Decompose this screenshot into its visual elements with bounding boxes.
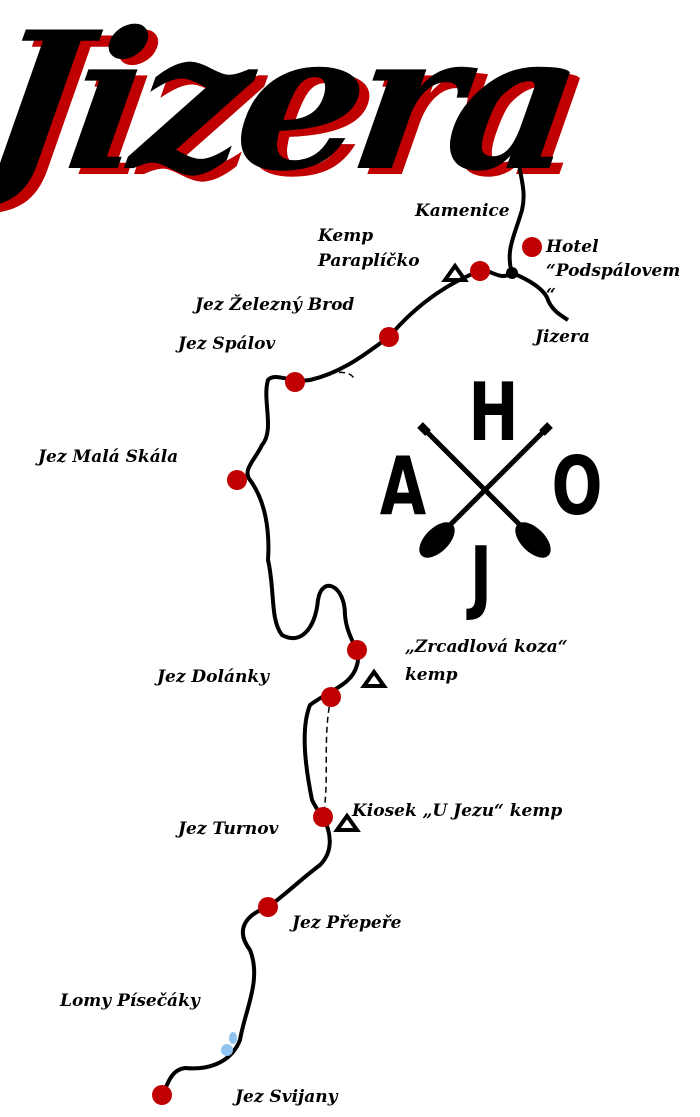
label-hotel-line1: Hotel <box>546 237 599 257</box>
marker-jez-mala-skala <box>227 470 247 490</box>
logo-letter-o: O <box>551 440 603 533</box>
tent-icon <box>441 262 469 282</box>
label-kemp-paraplicko-line1: Kemp <box>318 226 374 246</box>
label-hotel-line3: “ <box>546 285 556 305</box>
marker-jez-turnov <box>313 807 333 827</box>
label-jez-svijany: Jez Svijany <box>235 1087 338 1107</box>
logo-letter-h: H <box>468 366 519 459</box>
marker-zrcadlova-koza <box>347 640 367 660</box>
label-jez-dolanky: Jez Dolánky <box>157 667 270 687</box>
marker-kemp-paraplicko <box>470 261 490 281</box>
crossed-paddles-icon <box>417 422 553 558</box>
logo-letter-a: A <box>379 440 427 533</box>
tent-icon <box>360 668 388 688</box>
logo-letter-j: J <box>469 530 493 623</box>
marker-jez-zelezny-brod <box>379 327 399 347</box>
marker-hotel <box>522 237 542 257</box>
label-zrcadlova-koza-line2: kemp <box>405 665 458 685</box>
label-kiosek: Kiosek „U Jezu“ kemp <box>352 801 563 821</box>
weir-markers <box>152 237 542 1105</box>
river-confluence <box>506 267 518 279</box>
label-kemp-paraplicko-line2: Paraplíčko <box>318 251 420 271</box>
label-jez-zelezny-brod: Jez Železný Brod <box>195 295 355 315</box>
marker-jez-prepere <box>258 897 278 917</box>
label-jez-spalov: Jez Spálov <box>178 334 276 354</box>
camp-icons <box>333 262 469 832</box>
river-jizera <box>160 143 526 1097</box>
label-jez-mala-skala: Jez Malá Skála <box>38 447 179 467</box>
marker-jez-svijany <box>152 1085 172 1105</box>
label-kamenice: Kamenice <box>415 201 510 221</box>
label-jizera: Jizera <box>535 327 590 347</box>
marker-jez-dolanky <box>321 687 341 707</box>
label-jez-turnov: Jez Turnov <box>178 819 279 839</box>
label-hotel-line2: “Podspálovem <box>546 261 681 281</box>
label-zrcadlova-koza-line1: „Zrcadlová koza“ <box>405 637 568 657</box>
label-jez-prepere: Jez Přepeře <box>292 913 402 933</box>
label-lomy-pisecaky: Lomy Písečáky <box>60 991 200 1011</box>
river-side-channel <box>309 371 356 818</box>
marker-jez-spalov <box>285 372 305 392</box>
river-kamenice <box>511 271 570 322</box>
tent-icon <box>333 812 361 832</box>
water-drops-icon <box>221 1032 237 1056</box>
